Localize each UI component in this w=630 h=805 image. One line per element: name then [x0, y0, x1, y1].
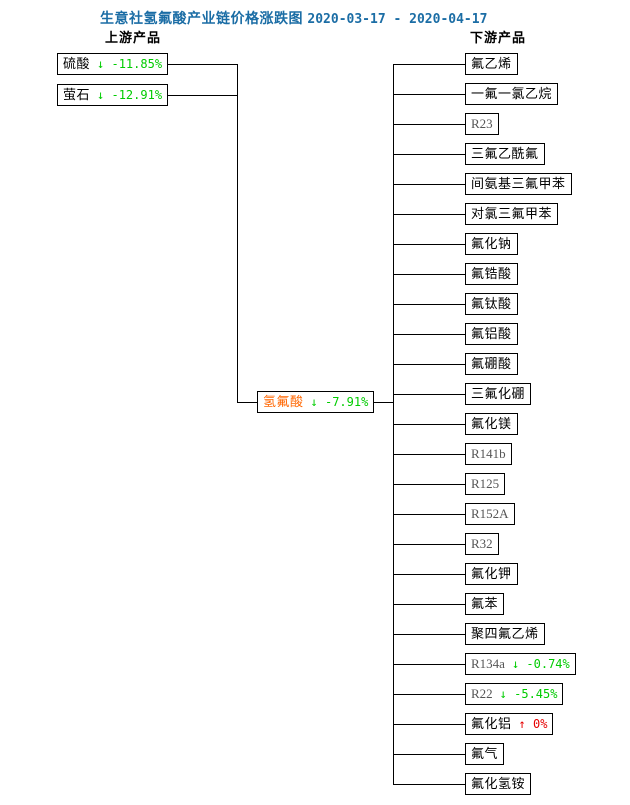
product-node: R134a ↓ -0.74% — [465, 653, 576, 675]
connector-line — [393, 724, 465, 725]
connector-line — [393, 64, 465, 65]
product-name: 氢氟酸 — [263, 394, 304, 409]
product-name: R125 — [471, 476, 500, 491]
product-node: R23 — [465, 113, 499, 135]
connector-line — [393, 94, 465, 95]
product-name: 间氨基三氟甲苯 — [471, 176, 566, 191]
product-node: R125 — [465, 473, 506, 495]
connector-line — [393, 544, 465, 545]
connector-line — [393, 364, 465, 365]
product-node: 氢氟酸 ↓ -7.91% — [257, 391, 375, 413]
title-text: 生意社氢氟酸产业链价格涨跌图 — [100, 10, 303, 26]
connector-line — [393, 574, 465, 575]
product-name: 氟苯 — [471, 596, 499, 611]
connector-line — [393, 394, 465, 395]
product-node: R152A — [465, 503, 515, 525]
product-node: 聚四氟乙烯 — [465, 623, 545, 645]
date-range: 2020-03-17 - 2020-04-17 — [307, 12, 488, 27]
product-node: 氟化钾 — [465, 563, 518, 585]
connector-line — [393, 664, 465, 665]
product-node: 氟苯 — [465, 593, 505, 615]
down-arrow-change-value: ↓ -12.91% — [97, 88, 163, 102]
product-node: 氟化氢铵 — [465, 773, 532, 795]
connector-line — [393, 484, 465, 485]
product-node: 氟铝酸 — [465, 323, 518, 345]
product-node: 氟锆酸 — [465, 263, 518, 285]
down-arrow-change-value: ↓ -11.85% — [97, 57, 163, 71]
product-node: 氟硼酸 — [465, 353, 518, 375]
connector-line — [374, 402, 393, 403]
product-node: 一氟一氯乙烷 — [465, 83, 559, 105]
product-name: 氟钛酸 — [471, 296, 512, 311]
product-node: 萤石 ↓ -12.91% — [57, 84, 169, 106]
product-node: 间氨基三氟甲苯 — [465, 173, 572, 195]
down-arrow-change-value: ↓ -7.91% — [310, 395, 369, 409]
product-name: 氟气 — [471, 746, 499, 761]
connector-line — [393, 784, 465, 785]
product-name: 氟硼酸 — [471, 356, 512, 371]
product-node: 三氟乙酰氟 — [465, 143, 545, 165]
connector-line — [393, 334, 465, 335]
product-name: 氟化钠 — [471, 236, 512, 251]
connector-line — [393, 184, 465, 185]
product-node: 氟乙烯 — [465, 53, 518, 75]
product-name: 萤石 — [63, 87, 91, 102]
connector-line — [393, 454, 465, 455]
connector-line — [393, 124, 465, 125]
product-name: R152A — [471, 506, 509, 521]
down-arrow-change-value: ↓ -5.45% — [499, 687, 558, 701]
connector-line — [237, 64, 238, 403]
product-name: 聚四氟乙烯 — [471, 626, 539, 641]
product-name: 对氯三氟甲苯 — [471, 206, 553, 221]
connector-line — [393, 754, 465, 755]
product-name: 氟化氢铵 — [471, 776, 526, 791]
downstream-header: 下游产品 — [470, 30, 527, 45]
product-node: 硫酸 ↓ -11.85% — [57, 53, 169, 75]
product-name: 三氟化硼 — [471, 386, 526, 401]
product-name: R23 — [471, 116, 493, 131]
connector-line — [237, 402, 257, 403]
product-name: 氟铝酸 — [471, 326, 512, 341]
connector-line — [393, 514, 465, 515]
product-name: R134a — [471, 656, 505, 671]
connector-line — [393, 694, 465, 695]
product-node: 氟化镁 — [465, 413, 518, 435]
product-name: 氟锆酸 — [471, 266, 512, 281]
connector-line — [168, 95, 237, 96]
product-node: 三氟化硼 — [465, 383, 532, 405]
connector-line — [393, 274, 465, 275]
connector-line — [393, 604, 465, 605]
product-node: R22 ↓ -5.45% — [465, 683, 564, 705]
product-node: R32 — [465, 533, 499, 555]
product-name: 氟化铝 — [471, 716, 512, 731]
product-node: 氟化铝 ↑ 0% — [465, 713, 554, 735]
product-name: 一氟一氯乙烷 — [471, 86, 553, 101]
connector-line — [393, 304, 465, 305]
product-node: 氟钛酸 — [465, 293, 518, 315]
connector-line — [393, 214, 465, 215]
product-node: 氟化钠 — [465, 233, 518, 255]
product-name: R141b — [471, 446, 506, 461]
connector-line — [393, 244, 465, 245]
down-arrow-change-value: ↓ -0.74% — [511, 657, 570, 671]
product-node: 对氯三氟甲苯 — [465, 203, 559, 225]
product-name: 氟乙烯 — [471, 56, 512, 71]
product-name: R22 — [471, 686, 493, 701]
up-arrow-change-value: ↑ 0% — [518, 717, 548, 731]
connector-line — [393, 634, 465, 635]
product-node: R141b — [465, 443, 512, 465]
upstream-header: 上游产品 — [105, 30, 162, 45]
product-name: 三氟乙酰氟 — [471, 146, 539, 161]
product-name: 氟化钾 — [471, 566, 512, 581]
product-name: 氟化镁 — [471, 416, 512, 431]
connector-line — [168, 64, 237, 65]
connector-line — [393, 154, 465, 155]
product-name: R32 — [471, 536, 493, 551]
connector-line — [393, 424, 465, 425]
product-node: 氟气 — [465, 743, 505, 765]
page-title: 生意社氢氟酸产业链价格涨跌图 2020-03-17 - 2020-04-17 — [100, 8, 487, 28]
product-name: 硫酸 — [63, 56, 91, 71]
